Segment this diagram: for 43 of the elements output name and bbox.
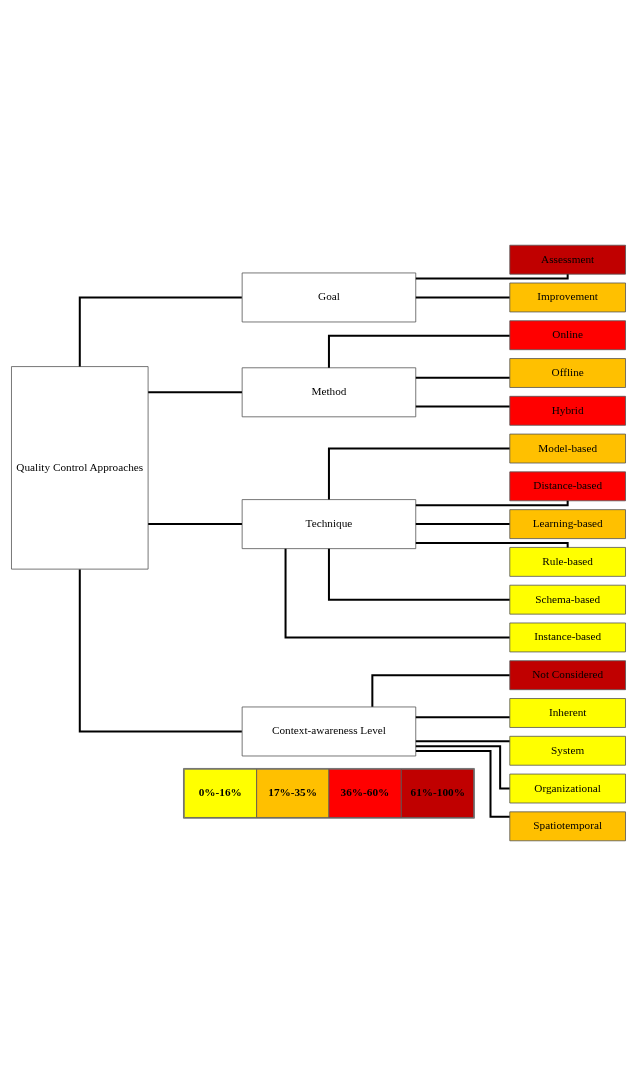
node-box: Improvement <box>509 282 626 312</box>
connector <box>327 548 510 601</box>
legend-label: 61%-100% <box>410 785 465 798</box>
connector <box>415 295 510 298</box>
node-box: Rule-based <box>509 546 626 577</box>
node-box: Assessment <box>509 244 626 275</box>
node-box: Technique <box>241 498 417 549</box>
node-box: Hybrid <box>509 395 626 426</box>
connector <box>78 568 242 732</box>
connector <box>415 405 510 408</box>
node-box: Not Considered <box>509 659 626 690</box>
node-box: Model-based <box>509 433 626 463</box>
connector <box>415 522 510 525</box>
node-box: Method <box>241 366 417 417</box>
node-box: System <box>509 735 626 766</box>
node-box: Learning-based <box>509 508 626 539</box>
connector <box>415 541 569 547</box>
legend-label: 17%-35% <box>268 785 318 798</box>
legend-label: 36%-60% <box>340 785 390 798</box>
connector <box>284 548 510 638</box>
node-box: Distance-based <box>509 470 626 501</box>
connector <box>415 376 510 379</box>
connector <box>148 522 242 525</box>
connector <box>415 715 510 718</box>
node-box: Spatiotemporal <box>509 810 626 841</box>
connector <box>327 334 510 368</box>
node-box: Context-awareness Level <box>241 706 417 756</box>
node-box: Quality Control Approaches <box>11 365 149 569</box>
connector <box>148 390 242 393</box>
node-box: Online <box>509 319 626 350</box>
connector <box>327 447 510 500</box>
node-box: Inherent <box>509 697 626 728</box>
connector <box>415 739 510 742</box>
connector <box>78 295 242 366</box>
node-box: Instance-based <box>509 622 626 652</box>
node-box: Schema-based <box>509 584 626 615</box>
connector <box>415 749 510 818</box>
connector <box>415 744 510 790</box>
legend-label: 0%-16% <box>198 785 242 798</box>
connector <box>371 673 510 707</box>
node-box: Offline <box>509 357 626 388</box>
node-box: Goal <box>241 272 417 322</box>
node-box: Organizational <box>509 773 626 803</box>
